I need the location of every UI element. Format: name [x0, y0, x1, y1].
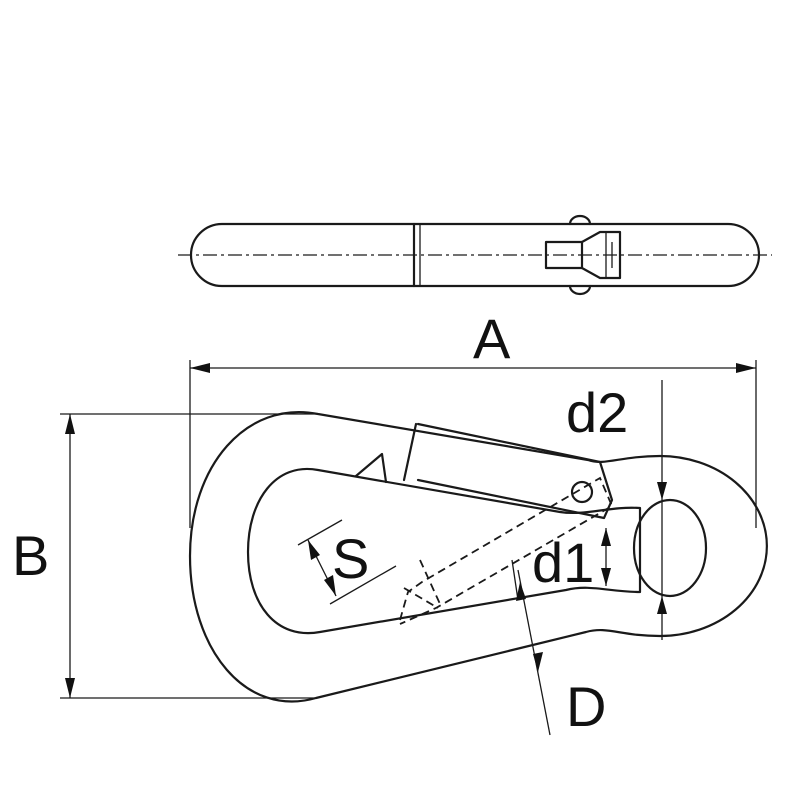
dim-d1-arrow-bottom [601, 568, 611, 586]
side-view-outline [189, 222, 761, 288]
dim-B-arrow-bottom [65, 678, 75, 698]
dim-D-label: D [566, 675, 606, 738]
dim-d1-arrow-top [601, 528, 611, 546]
gate-hidden-outline [399, 476, 614, 625]
dim-A-label: A [473, 307, 511, 370]
side-view-pin-block [544, 240, 584, 270]
dim-S-arrow-top [308, 540, 320, 560]
dim-D-arrow-bottom [533, 652, 543, 672]
gate-back-edge [402, 422, 418, 482]
dim-D-extension [511, 559, 519, 601]
eye-hole [632, 498, 708, 598]
dim-S-arrow-bottom [324, 575, 336, 596]
hook-outer-outline [188, 411, 768, 703]
dim-d2-arrow-bottom [657, 596, 667, 614]
dim-d2-arrow-top [657, 482, 667, 500]
gate-hidden-line [403, 587, 439, 609]
dim-D-arrow-top [516, 582, 526, 601]
dim-S-label: S [332, 527, 369, 590]
dim-S-extension [297, 519, 343, 546]
dim-A-arrow-right [736, 363, 756, 373]
dim-d1-label: d1 [532, 531, 594, 594]
front-view [188, 411, 768, 703]
gate-outline [416, 422, 614, 520]
dim-d2-label: d2 [566, 381, 628, 444]
side-view-gate-tip [580, 230, 622, 280]
dim-A-arrow-left [190, 363, 210, 373]
side-view-rivet-top [568, 214, 592, 226]
dim-B-arrow-top [65, 414, 75, 434]
gate-nose [354, 452, 388, 484]
hook-inner-outline [246, 467, 642, 635]
side-view [178, 214, 772, 296]
dim-S-extension-2 [329, 565, 397, 605]
gate-hidden-line-2 [419, 559, 441, 605]
side-view-rivet-bottom [568, 284, 592, 296]
dimensions: A B S d1 d2 D [12, 307, 757, 738]
gate-pin [570, 480, 594, 504]
dim-B-label: B [12, 524, 49, 587]
